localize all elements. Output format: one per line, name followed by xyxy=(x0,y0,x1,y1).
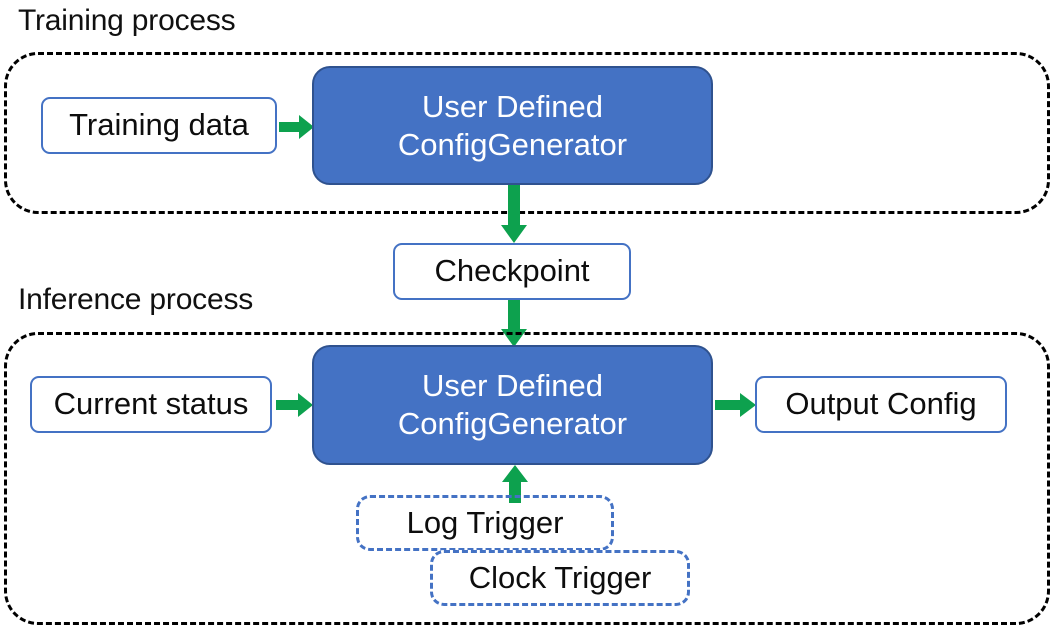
inference-process-label: Inference process xyxy=(18,283,254,316)
training-process-container xyxy=(4,52,1050,214)
training-data-node[interactable]: Training data xyxy=(41,97,277,154)
arrow-training-data-to-generator xyxy=(279,113,315,141)
output-config-node[interactable]: Output Config xyxy=(755,376,1007,433)
inference-generator-line1: User Defined xyxy=(422,368,603,404)
arrow-checkpoint-to-inference-generator xyxy=(500,300,528,348)
inference-generator-line2: ConfigGenerator xyxy=(397,406,628,441)
arrow-generator-to-checkpoint xyxy=(500,185,528,245)
training-config-generator-node[interactable]: User Defined ConfigGenerator xyxy=(312,66,713,185)
arrow-triggers-to-generator xyxy=(501,465,529,503)
training-process-label: Training process xyxy=(18,4,236,37)
arrow-current-status-to-generator xyxy=(276,391,314,419)
arrow-generator-to-output-config xyxy=(715,391,757,419)
checkpoint-node[interactable]: Checkpoint xyxy=(393,243,631,300)
current-status-node[interactable]: Current status xyxy=(30,376,272,433)
training-generator-line1: User Defined xyxy=(422,88,603,124)
inference-config-generator-node[interactable]: User Defined ConfigGenerator xyxy=(312,345,713,465)
clock-trigger-node[interactable]: Clock Trigger xyxy=(430,550,690,606)
training-generator-line2: ConfigGenerator xyxy=(397,126,628,162)
log-trigger-node[interactable]: Log Trigger xyxy=(356,495,614,551)
inference-process-container xyxy=(4,332,1050,625)
